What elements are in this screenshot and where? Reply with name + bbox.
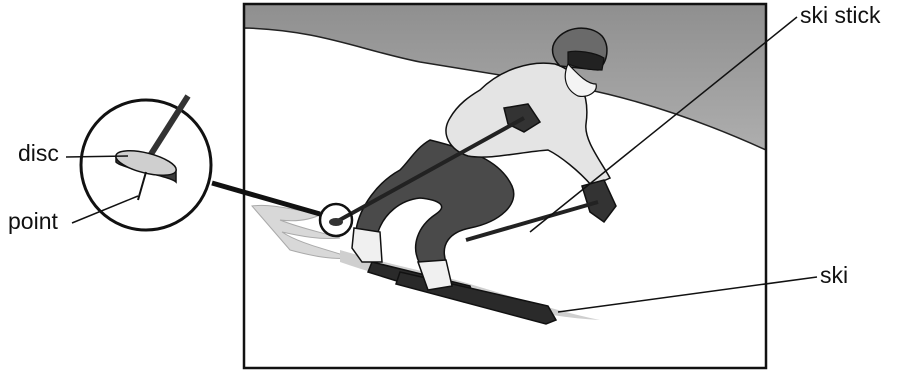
pole-tip-disc: [329, 218, 343, 226]
magnifier: [81, 96, 211, 230]
label-ski: ski: [820, 264, 848, 287]
label-disc: disc: [18, 142, 59, 165]
leader-disc: [66, 156, 128, 157]
label-ski-stick: ski stick: [800, 4, 881, 27]
label-point: point: [8, 210, 58, 233]
illustration-frame: [244, 4, 766, 368]
